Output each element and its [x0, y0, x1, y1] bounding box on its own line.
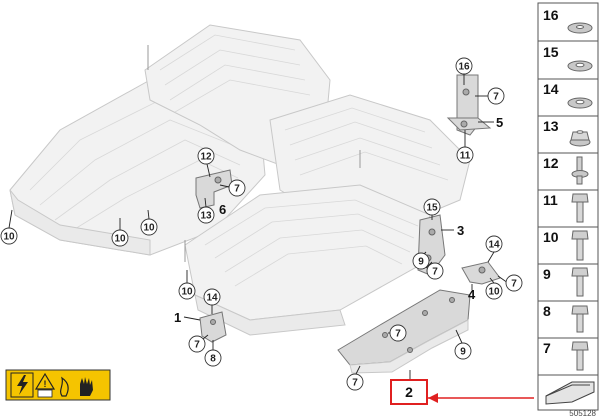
sidebar-item-15-label: 15	[543, 44, 559, 60]
callout-10a-text: 10	[3, 232, 15, 243]
callout-9b[interactable]: 9	[454, 342, 472, 360]
callout-7f[interactable]: 7	[389, 324, 407, 342]
protective-glove-icon	[80, 377, 93, 396]
callout-10b[interactable]: 10	[111, 229, 129, 247]
callout-14b-text: 14	[206, 293, 218, 304]
callout-14b[interactable]: 14	[203, 288, 221, 306]
sidebar-item-12-label: 12	[543, 155, 559, 171]
washer-icon	[567, 97, 593, 109]
callout-11[interactable]: 11	[456, 146, 474, 164]
callout-10a[interactable]: 10	[0, 227, 18, 245]
callout-7g-text: 7	[352, 378, 358, 389]
callout-16[interactable]: 16	[455, 57, 473, 75]
sidebar-item-7[interactable]: 7	[543, 340, 589, 371]
callout-15-text: 15	[426, 203, 438, 214]
bracket-5-illustration	[446, 74, 492, 136]
callout-9b-text: 9	[460, 347, 466, 358]
bracket-icon	[545, 381, 595, 405]
sidebar-item-9[interactable]: 9	[543, 266, 589, 297]
highlight-arrow-head	[428, 393, 438, 403]
callout-7d-text: 7	[511, 279, 517, 290]
bracket-4-illustration	[461, 261, 501, 285]
sidebar-item-12[interactable]: 12	[543, 155, 589, 185]
callout-11-text: 11	[460, 151, 471, 162]
callout-10b-text: 10	[114, 234, 126, 245]
callout-7f-text: 7	[395, 329, 401, 340]
sidebar-item-16[interactable]: 16	[543, 7, 593, 34]
callout-13-text: 13	[200, 211, 212, 222]
callout-8[interactable]: 8	[204, 349, 222, 367]
callout-7b-text: 7	[234, 184, 240, 195]
sidebar-item-11[interactable]: 11	[543, 192, 589, 223]
callout-7a-text: 7	[493, 92, 499, 103]
sidebar-item-7-label: 7	[543, 340, 551, 356]
callout-9a[interactable]: 9	[412, 252, 430, 270]
sidebar-item-9-label: 9	[543, 266, 551, 282]
sidebar-item-16-label: 16	[543, 7, 559, 23]
callout-15[interactable]: 15	[423, 198, 441, 216]
parts-sidebar: 16 15 14 13	[537, 2, 599, 411]
svg-text:!: !	[44, 379, 47, 389]
bolt-icon	[571, 341, 589, 371]
callout-10d[interactable]: 10	[485, 282, 503, 300]
callout-7d[interactable]: 7	[505, 274, 523, 292]
callout-7b[interactable]: 7	[228, 179, 246, 197]
label-5: 5	[496, 115, 503, 130]
sidebar-item-13[interactable]: 13	[543, 118, 591, 147]
bolt-icon	[571, 193, 589, 223]
callout-14a-text: 14	[488, 240, 500, 251]
reference-number: 505128	[569, 409, 596, 418]
battery-housing-illustration	[9, 24, 471, 336]
sidebar-item-10-label: 10	[543, 229, 559, 245]
sidebar-item-part-2[interactable]	[545, 381, 595, 405]
warning-label: !	[5, 369, 111, 401]
label-6: 6	[219, 202, 226, 217]
sidebar-item-13-label: 13	[543, 118, 559, 134]
sidebar-item-8-label: 8	[543, 303, 551, 319]
sidebar-item-14-label: 14	[543, 81, 559, 97]
callout-10e[interactable]: 10	[178, 282, 196, 300]
label-4: 4	[468, 287, 476, 302]
washer-icon	[567, 22, 593, 34]
electric-hazard-icon	[10, 372, 34, 398]
callout-10c-text: 10	[143, 223, 155, 234]
sidebar-item-14[interactable]: 14	[543, 81, 593, 109]
callout-9a-text: 9	[418, 257, 424, 268]
stud-bolt-icon	[571, 156, 589, 185]
read-manual-warning-icon: !	[34, 372, 56, 398]
bolt-icon	[571, 305, 589, 333]
sidebar-item-8[interactable]: 8	[543, 303, 589, 333]
callout-7c[interactable]: 7	[426, 262, 444, 280]
nut-icon	[569, 130, 591, 147]
callout-7e-text: 7	[194, 340, 200, 351]
sidebar-item-15[interactable]: 15	[543, 44, 593, 72]
callout-8-text: 8	[210, 354, 216, 365]
callout-12-text: 12	[200, 152, 212, 163]
callout-7g[interactable]: 7	[346, 373, 364, 391]
part-2-highlight[interactable]: 2	[390, 379, 428, 405]
callout-7e[interactable]: 7	[188, 335, 206, 353]
callout-12[interactable]: 12	[197, 147, 215, 165]
callout-7a[interactable]: 7	[487, 87, 505, 105]
callout-13[interactable]: 13	[197, 206, 215, 224]
callout-10c[interactable]: 10	[140, 218, 158, 236]
label-3: 3	[457, 223, 464, 238]
label-2: 2	[405, 384, 413, 400]
bolt-icon	[571, 267, 589, 297]
fire-hazard-icon	[59, 376, 69, 397]
sidebar-item-10[interactable]: 10	[543, 229, 589, 261]
callout-10e-text: 10	[181, 287, 193, 298]
callout-7c-text: 7	[432, 267, 438, 278]
bolt-icon	[571, 230, 589, 261]
callout-10d-text: 10	[488, 287, 500, 298]
sidebar-item-11-label: 11	[543, 192, 558, 208]
bracket-1-illustration	[199, 311, 227, 343]
washer-icon	[567, 60, 593, 72]
label-1: 1	[174, 310, 181, 325]
callout-16-text: 16	[458, 62, 470, 73]
callout-14a[interactable]: 14	[485, 235, 503, 253]
